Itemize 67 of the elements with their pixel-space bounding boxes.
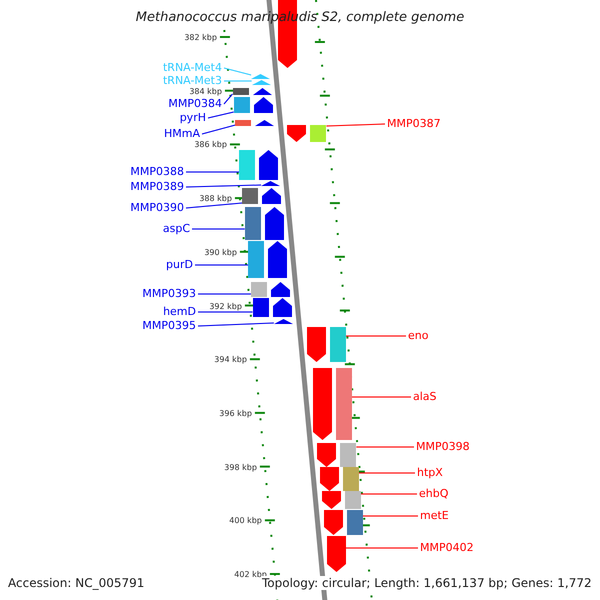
gene-label: tRNA-Met3: [162, 75, 222, 87]
leader-line: [198, 322, 274, 326]
tick-label: 392 kbp: [209, 302, 242, 310]
gene-feature: [317, 443, 356, 467]
gene-feature: [326, 536, 346, 572]
gene-feature: [324, 510, 363, 535]
tick-label: 384 kbp: [189, 86, 222, 96]
gene-label: htpX: [417, 467, 443, 479]
leader-line: [192, 228, 246, 230]
tick-label: 390 kbp: [204, 248, 237, 257]
gene-feature: [242, 188, 282, 204]
tick-label: 386 kbp: [194, 140, 227, 150]
leader-line: [186, 184, 262, 188]
gene-label: HMmA: [164, 128, 200, 140]
gene-feature: [235, 120, 274, 126]
gene-label: MMP0393: [142, 288, 196, 300]
gene-label: alaS: [413, 391, 437, 403]
leader-line: [208, 112, 234, 118]
gene-feature: [307, 327, 346, 362]
leader-line: [224, 94, 233, 104]
gene-label: MMP0387: [387, 118, 441, 130]
gene-label: metE: [420, 510, 449, 522]
gene-label: MMP0389: [130, 181, 184, 193]
gene-label: ehbQ: [419, 488, 448, 500]
gene-label: purD: [166, 259, 193, 271]
gene-label: tRNA-Met4: [162, 62, 222, 74]
tick-label: 382 kbp: [184, 33, 217, 42]
gene-label: eno: [408, 330, 428, 342]
gene-feature: [274, 319, 293, 324]
gene-feature: [287, 125, 326, 142]
gene-feature: [234, 97, 273, 113]
gene-feature: [232, 88, 272, 95]
gene-feature: [322, 491, 360, 509]
leader-line: [224, 68, 252, 76]
gene-label: MMP0398: [416, 441, 470, 453]
gene-label: MMP0388: [130, 166, 184, 178]
gene-feature: [248, 241, 288, 278]
footer-text: Topology: circular; Length: 1,661,137 bp; Genes: 1,772: [262, 576, 592, 590]
gene-label: MMP0395: [142, 320, 196, 332]
gene-label: pyrH: [180, 112, 206, 124]
gene-feature: [244, 207, 284, 240]
gene-label: MMP0390: [130, 202, 184, 214]
leader-line: [202, 124, 236, 134]
gene-feature: [312, 368, 352, 440]
gene-feature: [251, 74, 270, 79]
gene-label: MMP0402: [420, 542, 474, 554]
gene-label: hemD: [163, 306, 196, 318]
gene-feature: [252, 298, 292, 317]
tick-label: 400 kbp: [229, 516, 262, 526]
leader-line: [194, 264, 249, 266]
gene-label: aspC: [162, 223, 190, 235]
leader-line: [356, 446, 414, 448]
gene-label: MMP0384: [168, 98, 222, 110]
tick-label: 398 kbp: [224, 462, 257, 472]
leader-line: [326, 124, 386, 126]
gene-feature: [250, 282, 290, 297]
gene-feature: [239, 150, 278, 180]
leader-line: [224, 80, 252, 82]
gene-feature: [252, 80, 271, 85]
footer-text: Accession: NC_005791: [8, 576, 144, 590]
gene-feature: [320, 467, 359, 491]
tick-label: 396 kbp: [219, 408, 252, 418]
tick-label: 388 kbp: [199, 194, 232, 204]
tick-label: 394 kbp: [214, 355, 247, 364]
leader-line: [186, 202, 243, 208]
leader-line: [358, 472, 416, 474]
leader-line: [351, 396, 412, 398]
